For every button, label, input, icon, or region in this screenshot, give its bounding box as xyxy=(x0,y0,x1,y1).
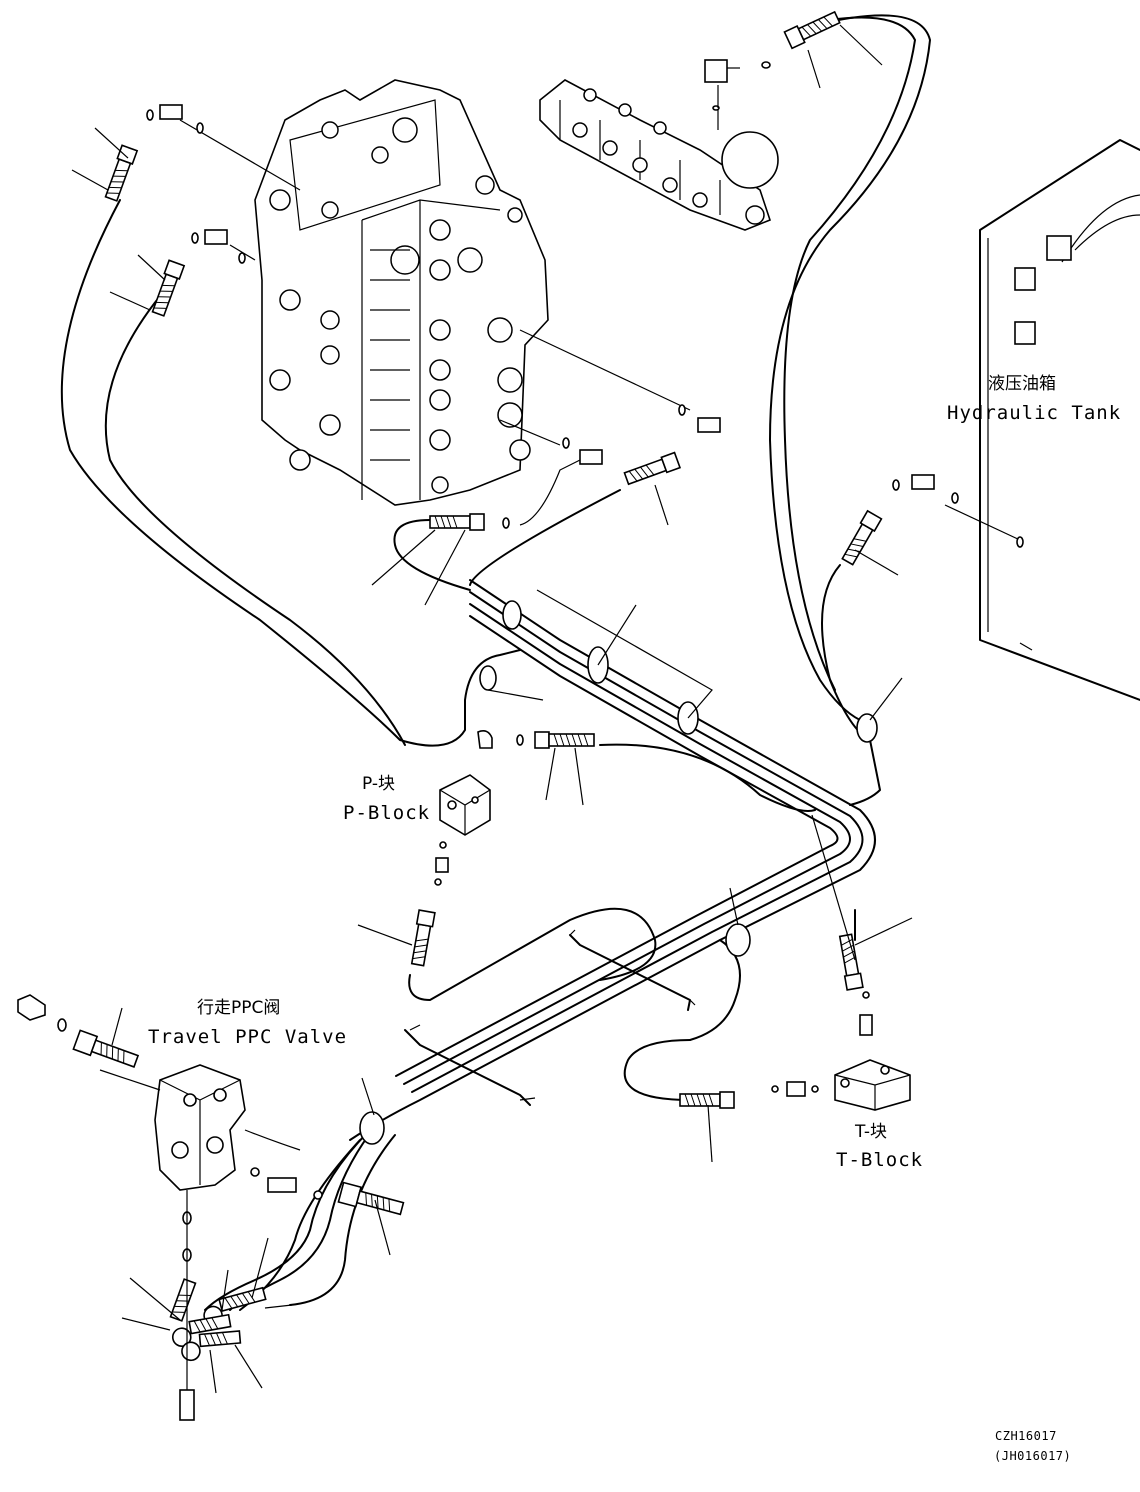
hydraulic-tank-label-cn: 液压油箱 xyxy=(988,374,1056,394)
piping-runs xyxy=(60,14,1021,1311)
tube-bundle xyxy=(349,579,876,1141)
travel-ppc-valve xyxy=(17,994,323,1421)
main-control-valve xyxy=(254,79,549,506)
p-block-label-cn: P-块 xyxy=(362,774,396,794)
cv-fittings xyxy=(146,104,1024,746)
t-block-label-cn: T-块 xyxy=(855,1122,887,1142)
hose-fittings xyxy=(72,10,883,1362)
leader-lines xyxy=(71,24,913,1394)
hydraulic-tank-label-en: Hydraulic Tank xyxy=(947,402,1122,424)
travel-ppc-label-en: Travel PPC Valve xyxy=(148,1026,348,1048)
drawing-code: CZH16017 xyxy=(995,1429,1057,1443)
t-block-label-en: T-Block xyxy=(836,1149,924,1171)
p-block-label-en: P-Block xyxy=(343,802,431,824)
valve-manifold-accumulator xyxy=(539,59,779,231)
drawing-code-secondary: (JH016017) xyxy=(994,1449,1072,1463)
p-block xyxy=(434,730,493,886)
hydraulic-tank xyxy=(979,139,1140,701)
travel-ppc-label-cn: 行走PPC阀 xyxy=(197,998,281,1018)
t-block xyxy=(771,991,911,1111)
